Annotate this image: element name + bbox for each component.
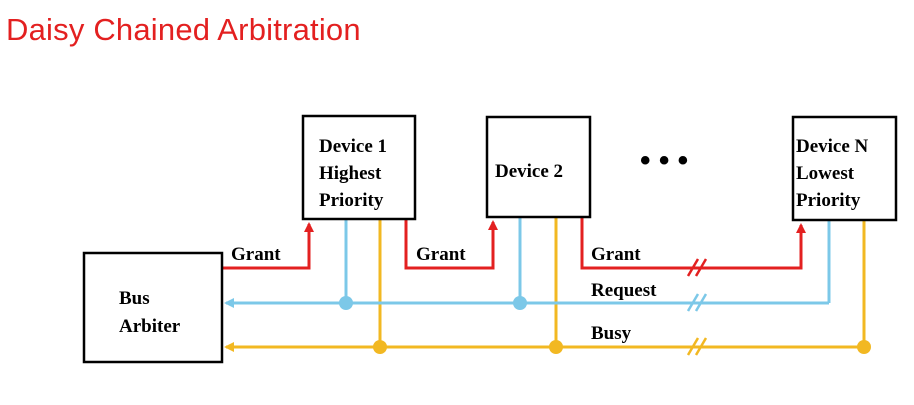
double-slash-icon <box>686 337 708 356</box>
ellipsis: • • • <box>640 144 688 177</box>
junction-dot-icon <box>513 296 527 310</box>
device-2-label: Device 2 <box>495 161 563 182</box>
bus-arbiter-label: Bus Arbiter <box>119 288 181 337</box>
bus-arbiter-box <box>82 251 224 364</box>
junction-dot-icon <box>857 340 871 354</box>
busy-junctions <box>373 340 871 354</box>
page-title: Daisy Chained Arbitration <box>6 12 361 47</box>
grant-label-3: Grant <box>591 244 641 265</box>
grant-chain <box>222 217 806 270</box>
device-2-box <box>485 115 592 219</box>
grant-device1-to-device2 <box>404 219 498 270</box>
junction-dot-icon <box>339 296 353 310</box>
grant-label-2: Grant <box>416 244 466 265</box>
request-junctions <box>339 296 527 310</box>
request-label: Request <box>591 280 657 301</box>
busy-label: Busy <box>591 323 632 344</box>
busy-line <box>224 217 866 352</box>
junction-dot-icon <box>549 340 563 354</box>
double-slash-icon <box>686 293 708 312</box>
device-n-label: Device N Lowest Priority <box>796 136 873 211</box>
junction-dot-icon <box>373 340 387 354</box>
double-slash-icon <box>686 258 708 277</box>
device-1-label: Device 1 Highest Priority <box>319 136 392 211</box>
device-n-box <box>791 115 898 222</box>
request-line <box>224 217 831 308</box>
device-1-box <box>301 114 417 221</box>
grant-arbiter-to-device1 <box>222 222 314 270</box>
grant-label-1: Grant <box>231 244 281 265</box>
